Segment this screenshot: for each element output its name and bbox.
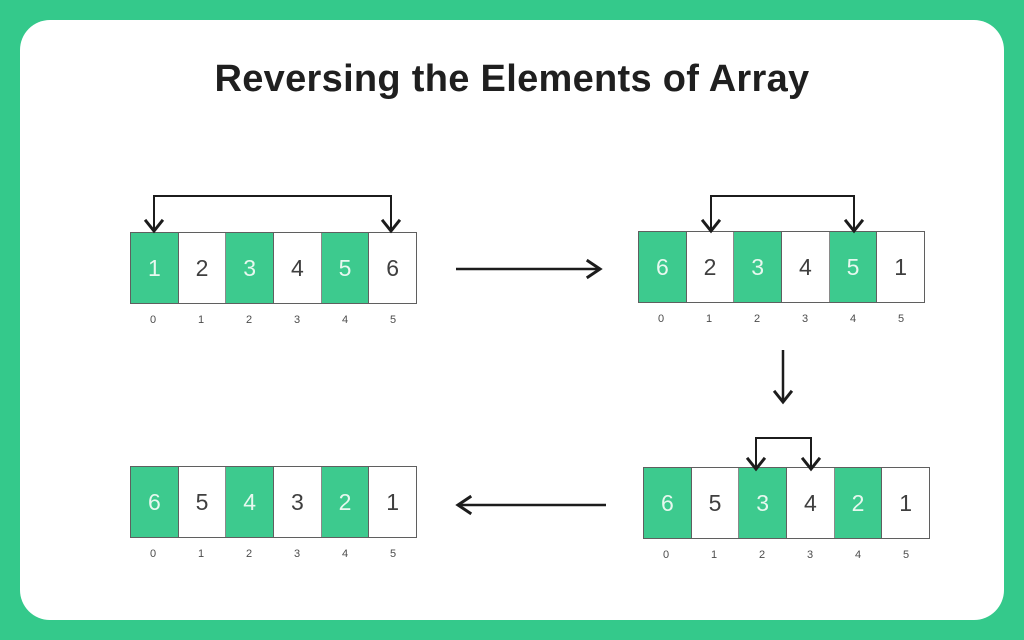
index-row-step-2: 0 1 2 3 4 5 (637, 313, 925, 325)
index-label: 1 (710, 549, 718, 561)
array-cell: 3 (274, 467, 322, 537)
array-cell: 4 (787, 468, 835, 538)
array-cell: 2 (178, 233, 227, 303)
array-cell: 3 (734, 232, 783, 302)
index-label: 5 (389, 548, 397, 560)
index-label: 3 (806, 549, 814, 561)
flow-down-arrow-icon (772, 350, 794, 405)
array-cell: 6 (639, 232, 687, 302)
index-label: 0 (149, 314, 157, 326)
flow-left-arrow-icon (455, 494, 606, 516)
index-label: 3 (293, 548, 301, 560)
index-row-step-3: 0 1 2 3 4 5 (642, 549, 930, 561)
index-label: 5 (897, 313, 905, 325)
array-step-3: 6 5 3 4 2 1 (643, 467, 930, 539)
index-label: 2 (245, 548, 253, 560)
index-label: 1 (705, 313, 713, 325)
array-cell: 1 (369, 467, 417, 537)
array-cell: 4 (226, 467, 275, 537)
index-label: 4 (341, 548, 349, 560)
index-label: 1 (197, 314, 205, 326)
array-step-1: 1 2 3 4 5 6 (130, 232, 417, 304)
swap-arrow-2-3-icon (745, 437, 822, 472)
array-cell: 3 (226, 233, 275, 303)
swap-arrow-0-5-icon (143, 195, 402, 234)
array-cell: 5 (691, 468, 740, 538)
index-row-step-1: 0 1 2 3 4 5 (129, 314, 417, 326)
index-label: 4 (849, 313, 857, 325)
array-cell: 5 (829, 232, 878, 302)
array-cell: 5 (321, 233, 370, 303)
array-cell: 2 (321, 467, 370, 537)
flow-right-arrow-icon (456, 258, 603, 280)
index-label: 0 (657, 313, 665, 325)
array-cell: 2 (686, 232, 735, 302)
index-row-step-4: 0 1 2 3 4 5 (129, 548, 417, 560)
index-label: 3 (293, 314, 301, 326)
swap-arrow-1-4-icon (700, 195, 865, 234)
array-step-2: 6 2 3 4 5 1 (638, 231, 925, 303)
index-label: 1 (197, 548, 205, 560)
array-cell: 6 (131, 467, 179, 537)
index-label: 3 (801, 313, 809, 325)
index-label: 0 (662, 549, 670, 561)
array-cell: 6 (369, 233, 417, 303)
index-label: 0 (149, 548, 157, 560)
array-cell: 1 (131, 233, 179, 303)
array-cell: 4 (782, 232, 830, 302)
array-cell: 2 (834, 468, 883, 538)
index-label: 4 (854, 549, 862, 561)
index-label: 2 (758, 549, 766, 561)
index-label: 5 (389, 314, 397, 326)
index-label: 4 (341, 314, 349, 326)
index-label: 2 (245, 314, 253, 326)
index-label: 2 (753, 313, 761, 325)
array-cell: 5 (178, 467, 227, 537)
page-title: Reversing the Elements of Array (214, 58, 810, 100)
array-cell: 1 (877, 232, 925, 302)
index-label: 5 (902, 549, 910, 561)
array-step-4: 6 5 4 3 2 1 (130, 466, 417, 538)
array-cell: 6 (644, 468, 692, 538)
array-cell: 3 (739, 468, 788, 538)
array-cell: 1 (882, 468, 930, 538)
array-cell: 4 (274, 233, 322, 303)
